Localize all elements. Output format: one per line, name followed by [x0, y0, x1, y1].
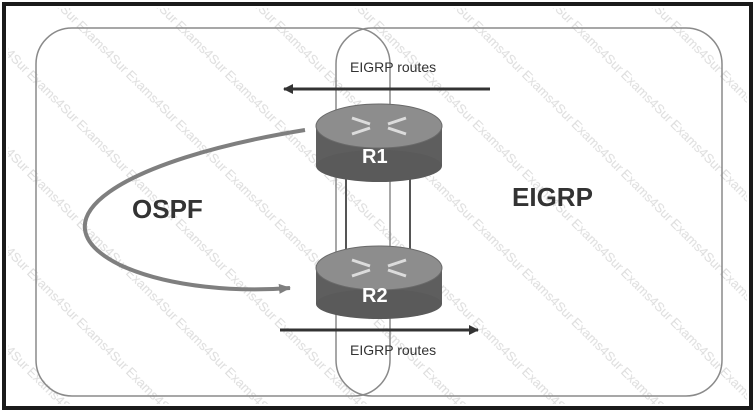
ospf-area [35, 27, 391, 397]
watermark [8, 8, 747, 404]
router-r2-top [315, 245, 443, 291]
ospf-label: OSPF [132, 194, 203, 224]
redistribution-curve [82, 128, 306, 294]
router-r1-arrows-icon [351, 116, 407, 136]
eigrp-area [335, 27, 723, 397]
eigrp-label: EIGRP [512, 182, 593, 212]
router-r2-base [316, 289, 442, 319]
router-r2-label: R2 [362, 285, 388, 307]
router-r1-base [316, 150, 442, 182]
router-r1: R1 [315, 103, 443, 182]
router-r2: R2 [315, 245, 443, 319]
router-r1-label: R1 [362, 146, 388, 168]
bottom-arrow-label: EIGRP routes [350, 342, 436, 358]
router-r1-top [315, 103, 443, 149]
router-r2-arrows-icon [351, 258, 407, 278]
top-arrow-label: EIGRP routes [350, 59, 436, 75]
